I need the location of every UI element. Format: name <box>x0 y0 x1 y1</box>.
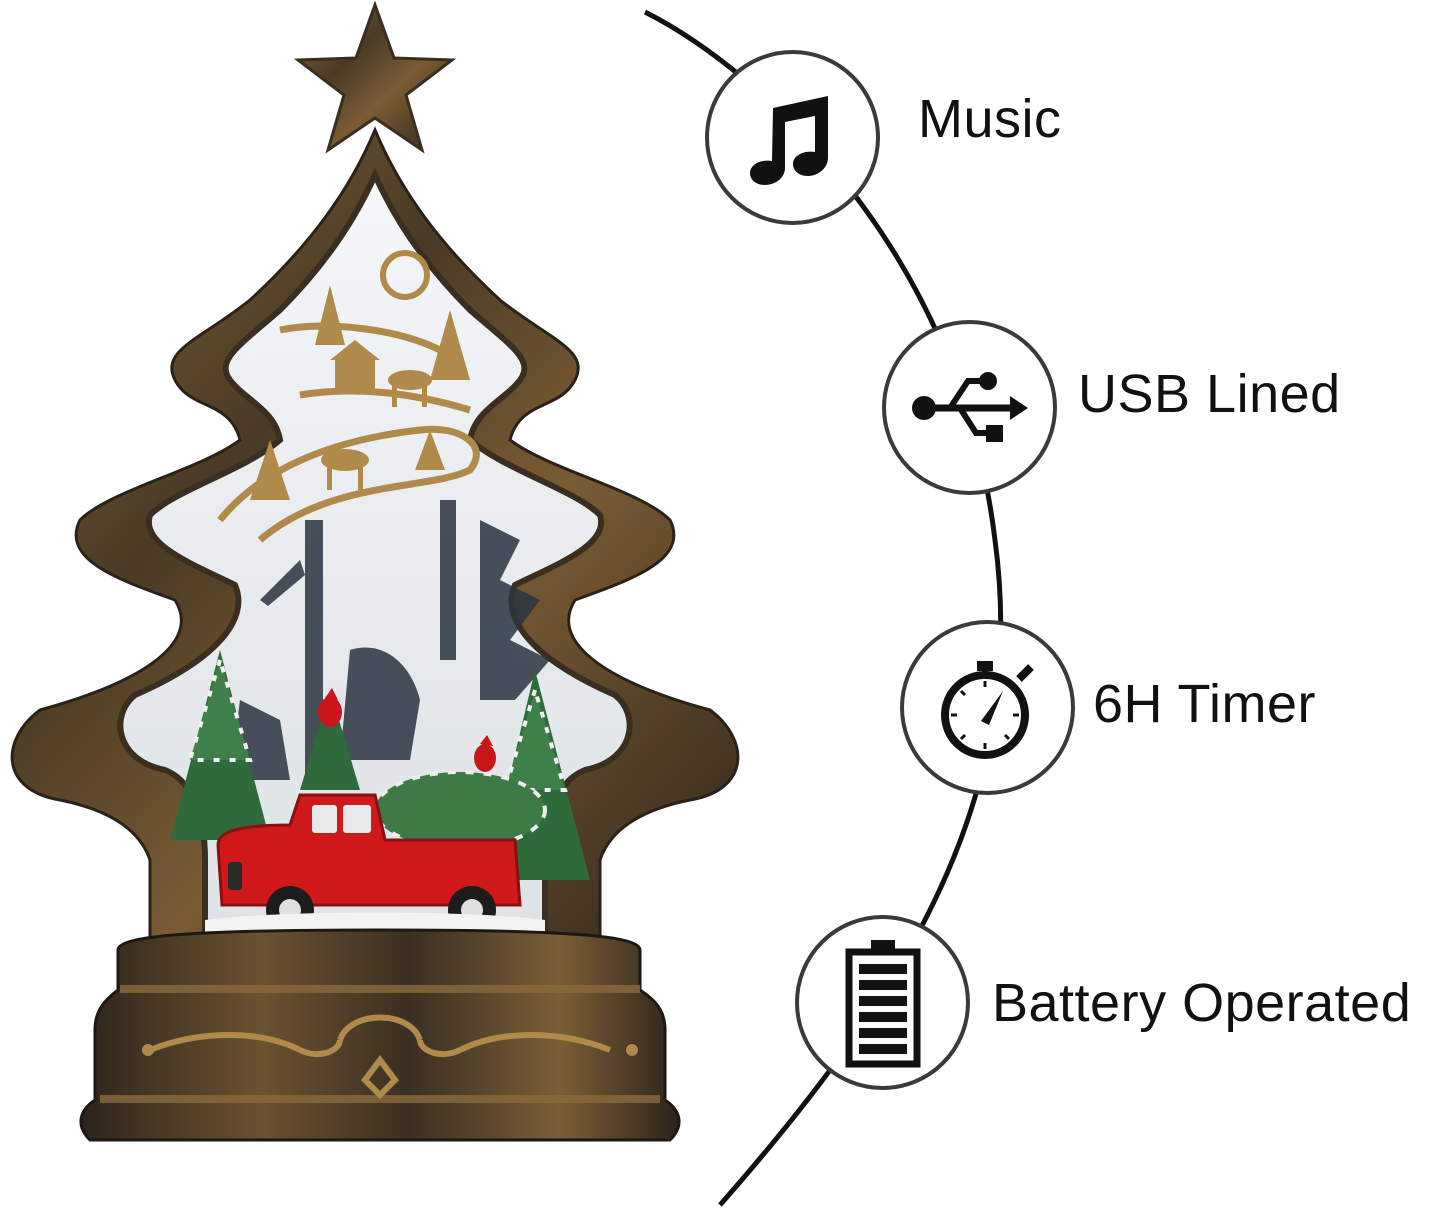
gold-reindeer <box>321 370 432 490</box>
feature-label-battery: Battery Operated <box>992 973 1412 1033</box>
battery-badge <box>795 915 970 1090</box>
tree-star <box>293 0 457 154</box>
base-scroll-ornament <box>148 1014 612 1100</box>
product-lantern <box>10 0 740 1142</box>
battery-icon <box>845 939 920 1067</box>
usb-icon <box>911 371 1028 442</box>
snowy-pine-trees <box>170 650 590 880</box>
cardinal-birds <box>318 688 496 772</box>
timer-badge <box>900 620 1075 795</box>
music-note-icon <box>749 95 828 185</box>
gold-trees <box>250 285 470 500</box>
background-silhouettes <box>230 500 550 780</box>
stopwatch-icon <box>940 660 1034 759</box>
feature-label-music: Music <box>918 89 1062 149</box>
feature-label-usb: USB Lined <box>1078 364 1341 424</box>
gold-forest-ornament <box>217 322 480 543</box>
gold-snowflake <box>380 250 430 300</box>
lantern-base <box>79 928 681 1142</box>
feature-label-timer: 6H Timer <box>1093 674 1317 734</box>
music-badge <box>705 50 880 225</box>
usb-badge <box>882 320 1057 495</box>
